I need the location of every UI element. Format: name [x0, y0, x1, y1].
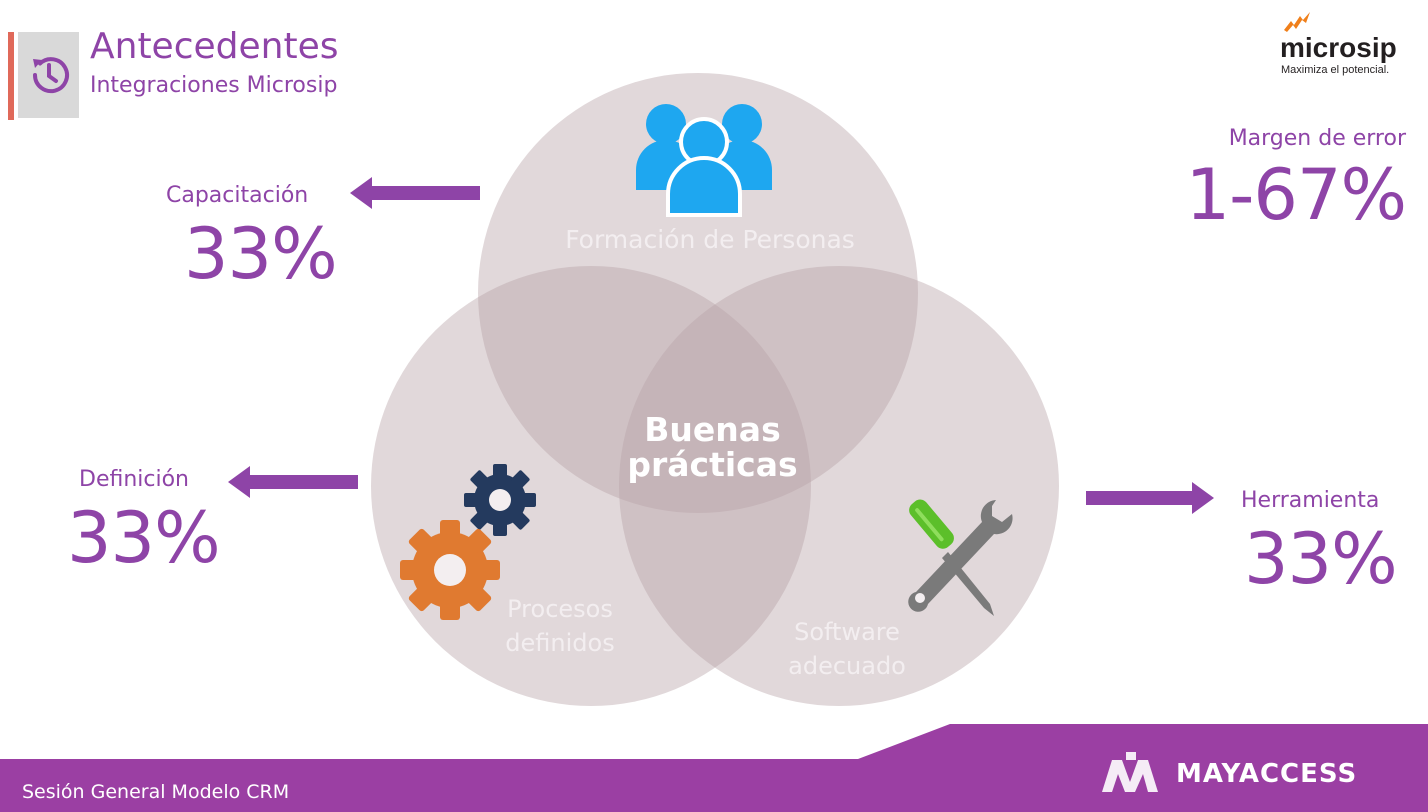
arrow-left-capacitacion — [350, 177, 480, 209]
venn-label-processes-line2: definidos — [505, 629, 615, 657]
stat-value-capacitacion: 33% — [184, 213, 338, 295]
people-icon — [636, 104, 772, 217]
mayaccess-logo-icon — [1102, 752, 1158, 792]
history-icon — [32, 57, 69, 94]
venn-center-label: Buenas prácticas — [600, 412, 825, 482]
footer-session-text: Sesión General Modelo CRM — [22, 781, 290, 803]
venn-label-processes: Procesos definidos — [480, 592, 640, 660]
stat-value-definicion: 33% — [67, 497, 221, 579]
arrow-left-definicion — [228, 466, 358, 498]
microsip-logo: microsip Maximiza el potencial. — [1280, 12, 1420, 82]
stat-label-margen: Margen de error — [1228, 126, 1406, 151]
venn-label-processes-line1: Procesos — [507, 595, 613, 623]
footer-logo-text: MAYACCESS — [1176, 759, 1358, 789]
venn-label-software: Software adecuado — [762, 615, 932, 683]
microsip-logo-icon — [1284, 12, 1310, 32]
page-title: Antecedentes — [90, 26, 339, 67]
stat-label-capacitacion: Capacitación — [166, 183, 309, 208]
arrow-right-herramienta — [1086, 482, 1214, 514]
venn-label-software-line1: Software — [794, 618, 900, 646]
stat-value-margen: 1-67% — [1185, 154, 1407, 236]
header-accent-bar — [8, 32, 14, 120]
brand-tagline: Maximiza el potencial. — [1281, 64, 1390, 76]
venn-label-people: Formación de Personas — [565, 225, 855, 254]
header-icon-box — [18, 32, 79, 118]
venn-label-software-line2: adecuado — [788, 652, 906, 680]
stat-label-herramienta: Herramienta — [1241, 488, 1380, 513]
page-subtitle: Integraciones Microsip — [90, 73, 338, 98]
venn-center-line1: Buenas — [644, 410, 781, 449]
tools-icon — [908, 499, 1013, 616]
venn-circle-software — [619, 266, 1059, 706]
brand-name: microsip — [1280, 32, 1397, 63]
venn-center-line2: prácticas — [627, 445, 798, 484]
venn-circle-processes — [371, 266, 811, 706]
gears-icon — [400, 464, 536, 620]
stat-label-definicion: Definición — [79, 467, 189, 492]
stat-value-herramienta: 33% — [1244, 518, 1398, 600]
